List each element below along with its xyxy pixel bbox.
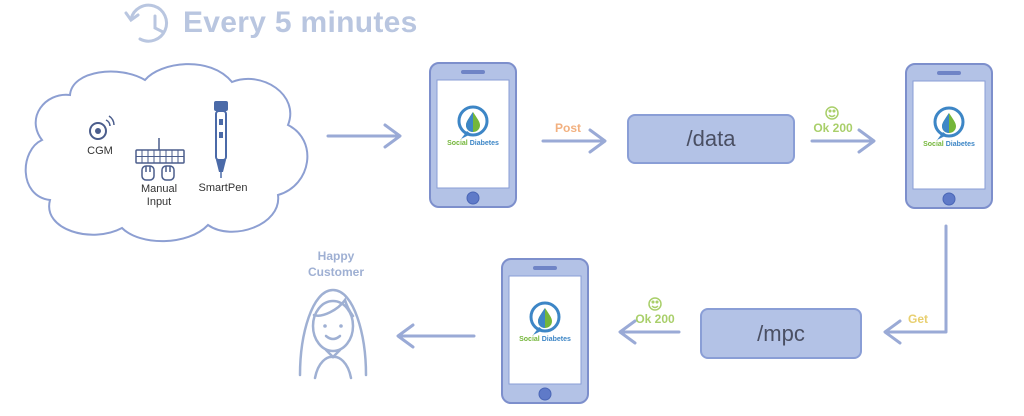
logo-text-3: Social Diabetes	[519, 336, 571, 343]
smartpen-label: SmartPen	[198, 182, 248, 194]
page-title: Every 5 minutes	[183, 6, 418, 39]
arrow-data-to-phone	[810, 128, 876, 154]
ok-200-label-1: Ok 200	[813, 121, 853, 135]
happy-customer-label: Happy Customer	[307, 249, 364, 279]
logo-text-2: Social Diabetes	[923, 141, 975, 148]
endpoint-mpc: /mpc	[700, 308, 862, 359]
logo-text-1: Social Diabetes	[447, 140, 499, 147]
arrow-phone-to-mpc	[883, 224, 948, 345]
arrow-mpc-to-phone	[618, 319, 681, 345]
smiley-icon	[825, 106, 839, 120]
keyboard-icon	[135, 138, 185, 164]
history-clock-icon	[124, 3, 168, 43]
manual-input-label: Manual Input	[140, 183, 178, 208]
cgm-label: CGM	[87, 145, 113, 157]
phone-app-2	[905, 63, 993, 209]
endpoint-data-label: /data	[686, 126, 736, 151]
phone-app-1	[429, 62, 517, 208]
smartpen-icon	[214, 101, 228, 178]
phone-app-3	[501, 258, 589, 404]
arrow-phone-to-customer	[396, 323, 476, 349]
happy-customer-icon	[298, 288, 368, 380]
cgm-sensor-icon	[89, 115, 115, 140]
endpoint-data: /data	[627, 114, 795, 164]
smiley-icon	[648, 297, 662, 311]
post-label: Post	[554, 121, 581, 135]
ok-200-label-2: Ok 200	[635, 312, 675, 326]
endpoint-mpc-label: /mpc	[757, 320, 805, 346]
hands-icon	[141, 165, 175, 181]
arrow-cloud-to-phone	[326, 123, 402, 149]
arrow-phone-to-data	[541, 128, 607, 154]
get-label: Get	[907, 312, 928, 326]
